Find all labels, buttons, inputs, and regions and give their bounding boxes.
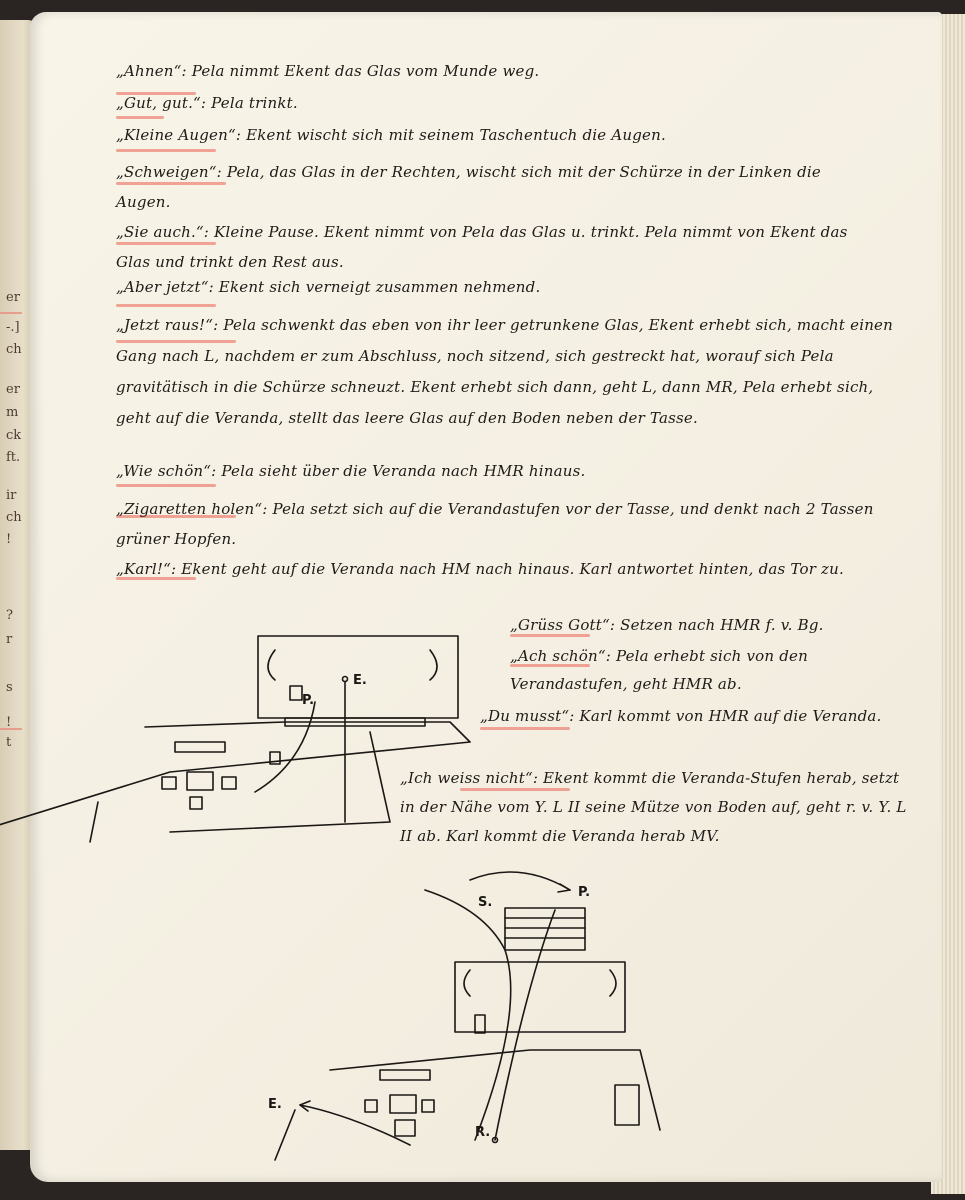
chair-mark xyxy=(189,796,203,810)
cue-underline xyxy=(510,634,590,637)
stage-floor-edge xyxy=(169,731,391,833)
left-page-fragment: ! xyxy=(6,532,12,547)
left-page-fragment: ft. xyxy=(6,450,21,465)
manuscript-page: „Ahnen“: Pela nimmt Ekent das Glas vom M… xyxy=(0,12,942,1182)
manuscript-line: „Ach schön“: Pela erhebt sich von den Ve… xyxy=(510,647,808,693)
door-mark xyxy=(474,1014,486,1034)
cue-underline xyxy=(116,484,216,487)
manuscript-line: „Kleine Augen“: Ekent wischt sich mit se… xyxy=(116,126,666,144)
arrow-head xyxy=(557,883,571,893)
karl-position xyxy=(491,1136,499,1144)
table-mark xyxy=(394,1119,416,1137)
cue-underline xyxy=(116,242,216,245)
cue-underline xyxy=(460,788,570,791)
pela-exit-path xyxy=(469,871,571,891)
chair-mark xyxy=(364,1099,378,1113)
stage-sketch-bottom: S. P. E. R. xyxy=(268,871,661,1161)
cue-underline xyxy=(510,664,590,667)
chair-mark xyxy=(421,1099,435,1113)
left-page-fragment: ch xyxy=(6,342,22,357)
left-page-fragment: er xyxy=(6,382,20,397)
veranda-steps xyxy=(504,907,586,951)
stage-floor-outline xyxy=(0,721,471,826)
exit-arrow-left xyxy=(299,1104,411,1146)
house-window-right xyxy=(429,649,438,681)
left-page-fragment: ir xyxy=(6,488,17,503)
stage-floor-outline xyxy=(329,1049,661,1131)
bench xyxy=(174,741,226,753)
cue-underline xyxy=(116,182,226,185)
manuscript-line: „Karl!“: Ekent geht auf die Veranda nach… xyxy=(116,560,844,578)
stage-sketch-top: P. E. xyxy=(0,635,471,843)
stage-left-marker xyxy=(274,1109,296,1161)
cue-underline xyxy=(480,727,570,730)
left-page-fragment: -.] xyxy=(6,320,20,335)
chair-mark xyxy=(221,776,237,790)
manuscript-line: „Ich weiss nicht“: Ekent kommt die Veran… xyxy=(400,769,907,845)
left-page-fragment: er xyxy=(6,290,20,305)
cue-underline xyxy=(116,577,196,580)
stage-house xyxy=(454,961,626,1033)
ekent-position xyxy=(341,675,349,683)
pela-path xyxy=(254,701,316,793)
arrow-head xyxy=(299,1100,311,1112)
left-page-fragment: r xyxy=(6,632,13,647)
ekent-path xyxy=(424,889,512,1141)
sketch-label-p: P. xyxy=(578,885,590,900)
house-window-right xyxy=(609,969,617,997)
cue-underline xyxy=(116,515,236,518)
chair-mark xyxy=(269,751,281,765)
manuscript-line: „Gut, gut.“: Pela trinkt. xyxy=(116,94,298,112)
house-window-left xyxy=(463,969,471,997)
left-page-fragment: ch xyxy=(6,510,22,525)
left-page-fragment: s xyxy=(6,680,13,695)
left-page-fragment: ? xyxy=(6,608,13,623)
sketch-label-e: E. xyxy=(353,673,367,688)
sketch-label-p: P. xyxy=(302,693,314,708)
manuscript-line: „Jetzt raus!“: Pela schwenkt das eben vo… xyxy=(116,316,893,427)
manuscript-line: „Grüss Gott“: Setzen nach HMR f. v. Bg. xyxy=(510,616,824,634)
manuscript-line: „Du musst“: Karl kommt von HMR auf die V… xyxy=(480,707,882,725)
sketch-label-e: E. xyxy=(268,1097,282,1112)
manuscript-line: „Sie auch.“: Kleine Pause. Ekent nimmt v… xyxy=(116,223,848,271)
manuscript-line: „Zigaretten holen“: Pela setzt sich auf … xyxy=(116,500,874,548)
karl-path xyxy=(494,909,556,1141)
left-page-fragment: t xyxy=(6,735,12,750)
step-lines xyxy=(504,917,586,939)
fence-mark xyxy=(614,1084,640,1126)
cue-underline xyxy=(116,149,216,152)
manuscript-line: „Wie schön“: Pela sieht über die Veranda… xyxy=(116,462,586,480)
sketch-label-r: R. xyxy=(475,1125,490,1140)
house-window-left xyxy=(267,649,276,681)
manuscript-line: „Schweigen“: Pela, das Glas in der Recht… xyxy=(116,163,822,211)
manuscript-line: „Ahnen“: Pela nimmt Ekent das Glas vom M… xyxy=(116,62,540,80)
cue-underline xyxy=(116,92,196,95)
cue-underline xyxy=(116,340,236,343)
sketch-label-s: S. xyxy=(478,895,492,910)
bench xyxy=(379,1069,431,1081)
chair-mark xyxy=(161,776,177,790)
cue-underline xyxy=(116,116,164,119)
stage-left-marker xyxy=(89,801,99,843)
manuscript-line: „Aber jetzt“: Ekent sich verneigt zusamm… xyxy=(116,278,541,296)
table-mark xyxy=(186,771,214,791)
stool-mark xyxy=(289,685,303,701)
left-page-fragment: m xyxy=(6,405,19,420)
cue-underline xyxy=(116,304,216,307)
table-mark xyxy=(389,1094,417,1114)
left-page-fragment: ck xyxy=(6,428,22,443)
left-page-fragment: ! xyxy=(6,715,12,730)
